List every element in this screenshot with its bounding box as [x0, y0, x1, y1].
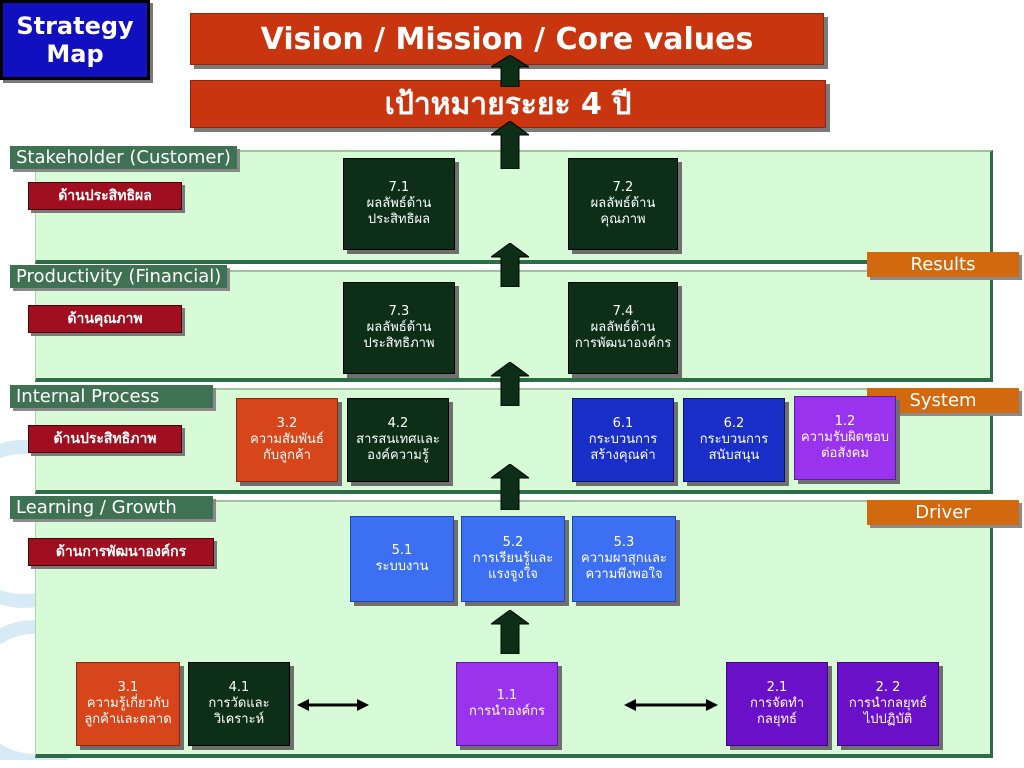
vision-mission-banner: Vision / Mission / Core values [190, 13, 824, 65]
objective-6-2: 6.2 กระบวนการ สนับสนุน [683, 398, 785, 482]
tag-results: Results [867, 252, 1019, 277]
objective-number: 7.2 [612, 180, 634, 195]
objective-text-line-2: ต่อสังคม [821, 446, 869, 461]
title-line-1: Strategy [16, 12, 134, 40]
objective-text-line-1: ผลลัพธ์ด้าน [590, 196, 656, 211]
objective-text-line-2: ความพึงพอใจ [585, 567, 663, 582]
perspective-label-internal-process: Internal Process [10, 385, 213, 408]
up-arrow-icon [491, 243, 529, 287]
objective-2-2: 2. 2 การนำกลยุทธ์ ไปปฏิบัติ [837, 662, 939, 746]
objective-number: 4.2 [387, 416, 409, 431]
tag-driver: Driver [867, 500, 1019, 525]
objective-text-line-2: แรงจูงใจ [488, 567, 538, 582]
objective-1-1: 1.1 การนำองค์กร [456, 662, 558, 746]
objective-text-line-1: ผลลัพธ์ด้าน [366, 196, 432, 211]
objective-number: 5.1 [391, 543, 413, 558]
objective-text-line-1: ความรับผิดชอบ [800, 430, 890, 445]
objective-5-3: 5.3 ความผาสุกและ ความพึงพอใจ [572, 516, 676, 602]
objective-text-line-2: ประสิทธิผล [367, 212, 431, 227]
objective-text-line-1: การจัดทำ [749, 696, 805, 711]
objective-number: 3.1 [117, 680, 139, 695]
objective-text-line-2: กับลูกค้า [263, 448, 311, 463]
objective-number: 7.1 [388, 180, 410, 195]
objective-text-line-1: การนำองค์กร [468, 704, 546, 719]
objective-text-line-2: คุณภาพ [600, 212, 646, 227]
up-arrow-icon [491, 362, 529, 406]
objective-7-4: 7.4 ผลลัพธ์ด้าน การพัฒนาองค์กร [568, 282, 678, 374]
objective-text-line-1: ความสัมพันธ์ [250, 432, 324, 447]
objective-text-line-1: กระบวนการ [699, 432, 769, 447]
objective-5-2: 5.2 การเรียนรู้และ แรงจูงใจ [461, 516, 565, 602]
objective-text-line-1: ระบบงาน [375, 559, 429, 574]
up-arrow-icon [491, 610, 529, 654]
objective-number: 7.3 [388, 304, 410, 319]
strategy-map-title: Strategy Map [0, 0, 150, 80]
objective-number: 5.2 [502, 535, 524, 550]
objective-6-1: 6.1 กระบวนการ สร้างคุณค่า [572, 398, 674, 482]
double-arrow-icon [297, 697, 369, 713]
objective-3-1: 3.1 ความรู้เกี่ยวกับ ลูกค้าและตลาด [76, 662, 180, 746]
objective-text-line-2: สนับสนุน [708, 448, 760, 463]
thai-label-org-development: ด้านการพัฒนาองค์กร [28, 538, 214, 566]
objective-7-1: 7.1 ผลลัพธ์ด้าน ประสิทธิผล [343, 158, 455, 250]
objective-number: 6.1 [612, 416, 634, 431]
title-line-2: Map [46, 40, 104, 68]
objective-text-line-1: ผลลัพธ์ด้าน [366, 320, 432, 335]
objective-text-line-2: การพัฒนาองค์กร [574, 336, 672, 351]
perspective-label-learning-growth: Learning / Growth [10, 496, 213, 519]
objective-5-1: 5.1 ระบบงาน [350, 516, 454, 602]
objective-7-3: 7.3 ผลลัพธ์ด้าน ประสิทธิภาพ [343, 282, 455, 374]
objective-4-1: 4.1 การวัดและ วิเคราะห์ [188, 662, 290, 746]
objective-1-2: 1.2 ความรับผิดชอบ ต่อสังคม [794, 396, 896, 480]
objective-number: 7.4 [612, 304, 634, 319]
objective-number: 6.2 [723, 416, 745, 431]
objective-7-2: 7.2 ผลลัพธ์ด้าน คุณภาพ [568, 158, 678, 250]
objective-number: 3.2 [276, 416, 298, 431]
objective-number: 1.2 [834, 414, 856, 429]
objective-text-line-2: องค์ความรู้ [367, 448, 429, 463]
objective-text-line-1: สารสนเทศและ [356, 432, 440, 447]
up-arrow-icon [491, 55, 529, 87]
objective-number: 5.3 [613, 535, 635, 550]
thai-label-efficiency: ด้านประสิทธิภาพ [28, 425, 182, 453]
objective-number: 2. 2 [875, 680, 901, 695]
objective-text-line-2: ลูกค้าและตลาด [84, 712, 172, 727]
objective-3-2: 3.2 ความสัมพันธ์ กับลูกค้า [236, 398, 338, 482]
up-arrow-icon [491, 464, 529, 510]
band-productivity [35, 270, 993, 382]
objective-text-line-1: ความผาสุกและ [581, 551, 667, 566]
objective-4-2: 4.2 สารสนเทศและ องค์ความรู้ [347, 398, 449, 482]
objective-number: 1.1 [496, 688, 518, 703]
objective-text-line-1: การเรียนรู้และ [472, 551, 554, 566]
thai-label-effectiveness: ด้านประสิทธิผล [28, 182, 182, 210]
objective-text-line-2: สร้างคุณค่า [590, 448, 656, 463]
double-arrow-icon [624, 697, 718, 713]
objective-text-line-1: การนำกลยุทธ์ [848, 696, 928, 711]
objective-text-line-1: ผลลัพธ์ด้าน [590, 320, 656, 335]
objective-text-line-1: การวัดและ [208, 696, 270, 711]
objective-number: 4.1 [228, 680, 250, 695]
objective-text-line-2: ประสิทธิภาพ [363, 336, 435, 351]
up-arrow-icon [491, 121, 529, 169]
objective-text-line-2: ไปปฏิบัติ [863, 712, 913, 727]
objective-text-line-1: กระบวนการ [588, 432, 658, 447]
objective-text-line-1: ความรู้เกี่ยวกับ [86, 696, 170, 711]
objective-text-line-2: วิเคราะห์ [213, 712, 265, 727]
objective-2-1: 2.1 การจัดทำ กลยุทธ์ [726, 662, 828, 746]
objective-number: 2.1 [766, 680, 788, 695]
perspective-label-stakeholder: Stakeholder (Customer) [10, 146, 237, 169]
objective-text-line-2: กลยุทธ์ [757, 712, 797, 727]
thai-label-quality: ด้านคุณภาพ [28, 305, 182, 333]
perspective-label-productivity: Productivity (Financial) [10, 265, 228, 288]
